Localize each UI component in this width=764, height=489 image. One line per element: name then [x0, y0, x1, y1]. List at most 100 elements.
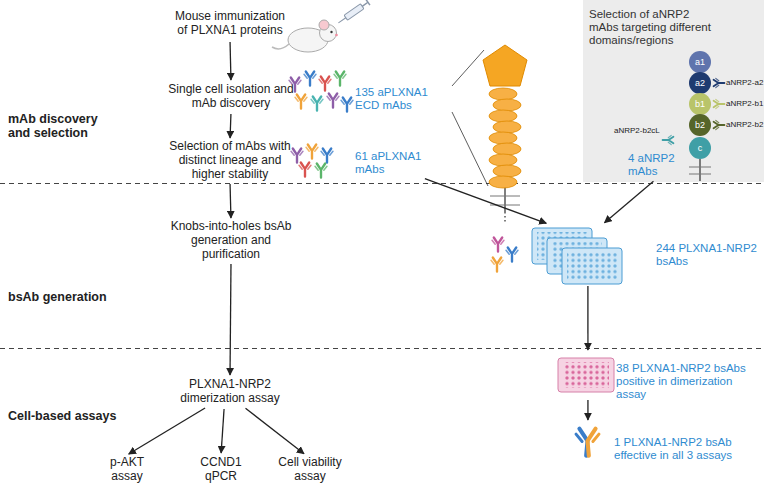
antibody-icon	[714, 120, 725, 129]
domain-circle: a2	[689, 72, 711, 94]
assay-step: Cell viability assay	[266, 455, 354, 485]
flow-arrow	[229, 42, 231, 80]
process-step: Knobs-into-holes bsAb generation and pur…	[168, 220, 294, 262]
antibody-icon	[714, 99, 725, 108]
count-note: 135 aPLXNA1 ECD mAbs	[355, 84, 447, 114]
step-text: Knobs-into-holes bsAb generation and pur…	[168, 220, 294, 261]
protein-domain	[489, 132, 517, 144]
process-step: Single cell isolation and mAb discovery	[168, 82, 294, 112]
process-step: PLXNA1-NRP2 dimerization assay	[172, 377, 288, 407]
protein-tail	[504, 212, 506, 222]
mouse-tail	[272, 44, 289, 49]
plate-wells	[567, 252, 617, 280]
flow-arrow	[587, 400, 588, 420]
process-step: Mouse immunization of PLXNA1 proteins	[172, 8, 288, 40]
protein-domain	[489, 110, 517, 122]
protein-domain	[489, 88, 517, 100]
flow-arrow	[229, 114, 231, 138]
antibody-icon	[311, 97, 323, 111]
count-note: 4 aNRP2 mAbs	[628, 150, 688, 180]
antibody-icon	[299, 163, 311, 177]
count-text: 61 aPLXNA1 mAbs	[355, 150, 435, 176]
antibody-icon	[304, 72, 316, 86]
count-text: 244 PLXNA1-NRP2 bsAbs	[656, 242, 762, 268]
domain-circle: c	[689, 137, 711, 159]
flow-arrow	[229, 184, 231, 218]
count-text: 1 PLXNA1-NRP2 bsAb effective in all 3 as…	[614, 436, 762, 462]
protein-domain	[493, 165, 521, 177]
well-plate	[532, 228, 592, 264]
step-text: PLXNA1-NRP2 dimerization assay	[172, 378, 288, 406]
zoom-leader	[452, 50, 484, 86]
domain-label: a1	[695, 57, 705, 67]
section-label: mAb discovery and selection	[8, 112, 104, 141]
step-text: Single cell isolation and mAb discovery	[168, 83, 294, 111]
section-divider	[0, 183, 764, 184]
protein-stem	[504, 186, 506, 212]
antibody-icon	[327, 94, 339, 108]
mouse-ear	[319, 20, 329, 30]
plate-wells	[537, 232, 587, 260]
antibody-icon	[663, 135, 674, 144]
mouse-eye	[330, 31, 332, 33]
domain-label: a2	[695, 78, 705, 88]
assay-step: CCND1 qPCR	[194, 455, 248, 485]
antibody-icon	[306, 145, 318, 159]
count-text: 38 PLXNA1-NRP2 bsAbs positive in dimeriz…	[616, 362, 764, 402]
flow-arrow	[229, 264, 231, 375]
flow-arrow	[129, 408, 205, 454]
zoom-leader	[452, 112, 488, 186]
protein-stem	[699, 159, 701, 181]
step-text: CCND1 qPCR	[194, 456, 248, 484]
syringe-needle	[338, 18, 345, 23]
heavy-chain	[579, 429, 587, 456]
domain-circle: b2	[689, 114, 711, 136]
cell-membrane	[490, 196, 520, 197]
light-chain	[593, 434, 599, 441]
flow-arrow	[221, 409, 224, 453]
syringe-plunger	[366, 0, 370, 5]
antibody-icon	[492, 238, 504, 252]
section-label: Cell-based assays	[8, 409, 148, 423]
antibody-icon	[491, 258, 503, 272]
step-text: Mouse immunization of PLXNA1 proteins	[172, 10, 288, 38]
mouse-nose	[335, 34, 338, 37]
domain-label: b1	[695, 99, 705, 109]
well-plate	[562, 248, 622, 284]
step-text: p-AKT assay	[100, 456, 154, 484]
process-step: Selection of mAbs with distinct lineage …	[163, 140, 297, 182]
domain-circle: b1	[689, 93, 711, 115]
flow-arrow	[245, 408, 304, 454]
panel-box: Selection of aNRP2 mAbs targeting differ…	[583, 0, 764, 182]
heavy-chain	[588, 429, 596, 456]
section-label: bsAb generation	[8, 290, 148, 304]
cell-membrane	[689, 174, 711, 175]
cell-membrane	[689, 167, 711, 168]
mouse-head	[320, 25, 337, 42]
antibody-icon	[714, 78, 725, 87]
mouse-body	[288, 28, 328, 52]
protein-domain	[493, 99, 521, 111]
syringe-body	[344, 4, 364, 20]
domain-circle: a1	[689, 51, 711, 73]
antibody-icon	[315, 164, 327, 178]
well-plate	[547, 238, 607, 274]
count-text: 4 aNRP2 mAbs	[628, 152, 688, 178]
sema-domain	[483, 45, 527, 86]
antibody-icon	[291, 149, 303, 163]
antibody-icon	[341, 98, 353, 112]
protein-domain	[489, 154, 517, 166]
assay-step: p-AKT assay	[100, 455, 154, 485]
count-note: 244 PLXNA1-NRP2 bsAbs	[480, 224, 764, 284]
antibody-icon	[506, 248, 518, 262]
protein-domain	[489, 176, 517, 188]
light-chain	[576, 434, 582, 441]
count-text: 135 aPLXNA1 ECD mAbs	[355, 86, 447, 112]
antibody-icon	[319, 77, 331, 91]
step-text: Cell viability assay	[266, 456, 354, 484]
antibody-icon	[295, 95, 307, 109]
flow-arrow	[425, 179, 546, 224]
plate-wells	[563, 362, 609, 388]
plate-wells	[552, 242, 602, 270]
